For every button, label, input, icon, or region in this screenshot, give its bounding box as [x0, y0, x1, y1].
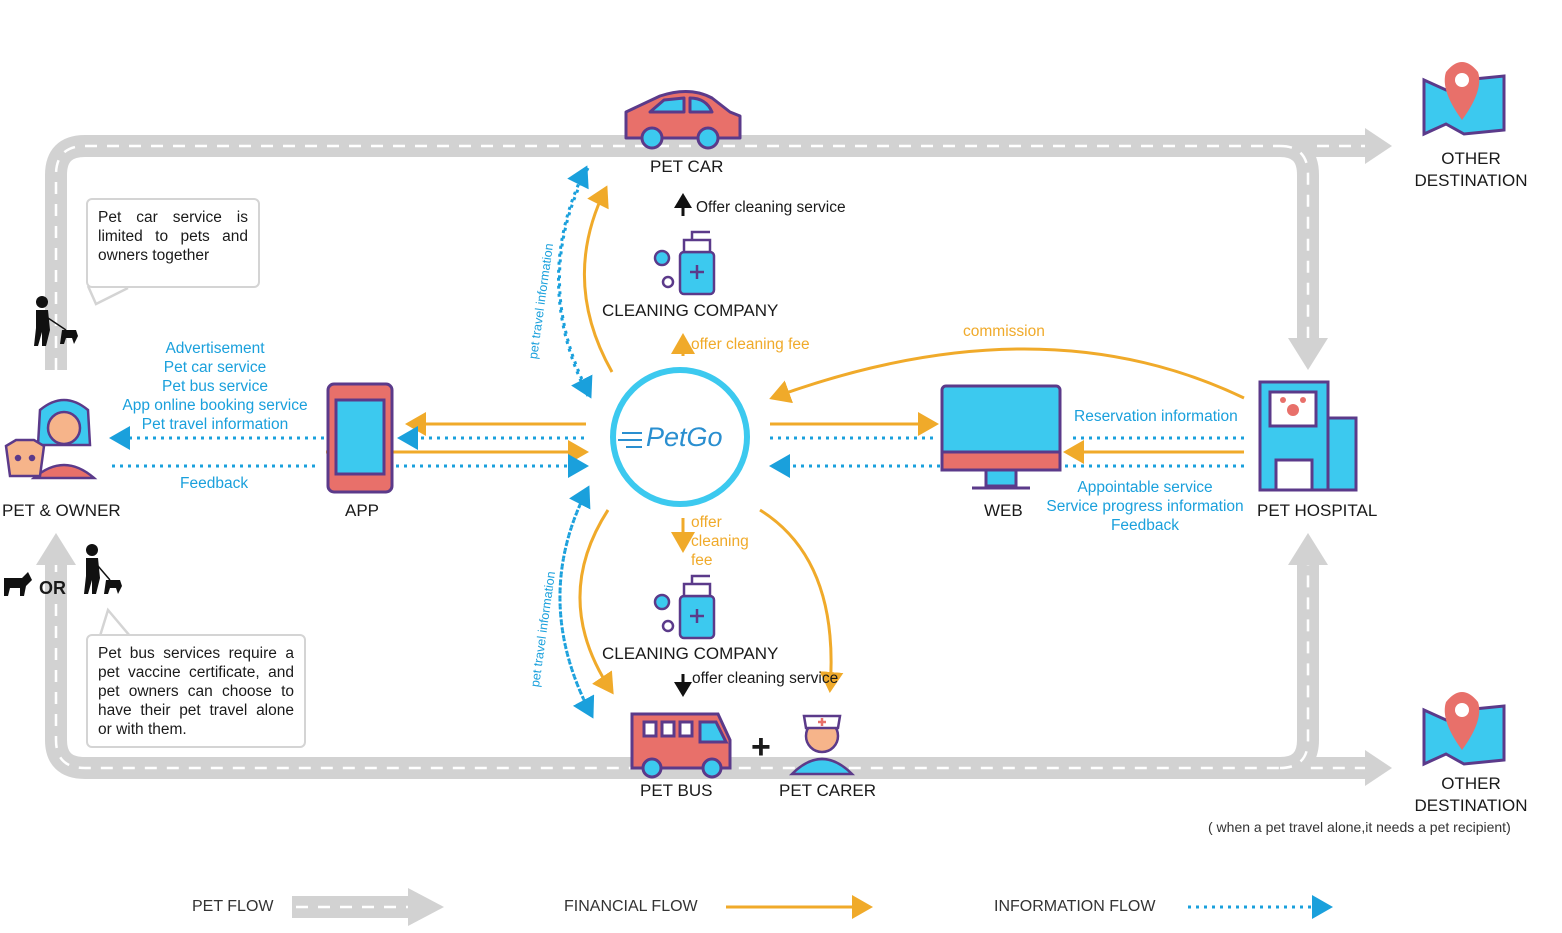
app-info-item: Pet travel information — [141, 416, 289, 433]
petgo-logo — [610, 367, 750, 507]
fee-line: offer — [691, 514, 722, 531]
label-app: APP — [345, 501, 380, 520]
cleaning-icon-bottom — [653, 574, 716, 640]
fee-line: fee — [691, 552, 713, 569]
hospital-info-list: Appointable service Service progress inf… — [1036, 478, 1254, 535]
dest-line: DESTINATION — [1414, 796, 1528, 815]
fee-line: cleaning — [691, 533, 749, 550]
fin-petgo-to-carer — [759, 508, 844, 693]
dest-line: OTHER — [1441, 149, 1501, 168]
label-feedback-app: Feedback — [180, 475, 249, 492]
fin-petgo-to-bus — [578, 509, 614, 695]
label-other-destination-bottom: OTHER DESTINATION — [1404, 773, 1538, 817]
hospital-info-item: Appointable service — [1077, 479, 1213, 496]
car-icon — [624, 90, 742, 150]
app-info-item: Pet bus service — [162, 378, 268, 395]
hospital-icon — [1258, 380, 1358, 492]
nurse-icon — [788, 714, 856, 776]
label-commission: commission — [963, 323, 1045, 340]
label-offer-cleaning-fee-top: offer cleaning fee — [691, 336, 810, 353]
bus-icon — [630, 712, 732, 779]
label-pet-hospital: PET HOSPITAL — [1257, 501, 1378, 520]
label-other-destination-top: OTHER DESTINATION — [1404, 148, 1538, 192]
app-info-item: App online booking service — [122, 397, 308, 414]
label-pet-car: PET CAR — [650, 157, 724, 176]
app-info-item: Pet car service — [163, 359, 267, 376]
label-pet-owner: PET & OWNER — [2, 501, 121, 520]
label-cleaning-company-top: CLEANING COMPANY — [602, 301, 779, 320]
label-cleaning-company-bottom: CLEANING COMPANY — [602, 644, 779, 663]
pet-flow-roads — [36, 128, 1392, 786]
hospital-info-item: Feedback — [1110, 517, 1180, 534]
road-top-to-hospital — [1279, 135, 1319, 340]
dest-line: DESTINATION — [1414, 171, 1528, 190]
label-web: WEB — [984, 501, 1023, 520]
walking-owner-dog-icon — [34, 296, 78, 346]
information-flows — [109, 165, 1244, 719]
monitor-icon — [940, 384, 1062, 490]
financial-flows — [326, 185, 1245, 695]
label-offer-cleaning-fee-bottom: offer cleaning fee — [691, 513, 749, 570]
callout-bus-note: Pet bus services require a pet vaccine c… — [86, 634, 306, 748]
legend-pet-flow-icon — [292, 888, 444, 926]
or-label: OR — [39, 578, 66, 598]
app-info-item: Advertisement — [165, 340, 265, 357]
map-pin-icon-top — [1422, 62, 1506, 137]
legend-information-flow: INFORMATION FLOW — [994, 898, 1156, 915]
dest-line: OTHER — [1441, 774, 1501, 793]
label-pet-bus: PET BUS — [640, 781, 713, 800]
other-destination-note: ( when a pet travel alone,it needs a pet… — [1208, 819, 1511, 835]
cleaning-icon-top — [653, 230, 716, 296]
petgo-wordmark: PetGo — [646, 422, 723, 452]
plus-label: + — [751, 728, 771, 766]
walking-owner-dog-icon-2 — [84, 544, 122, 594]
legend-pet-flow: PET FLOW — [192, 898, 274, 915]
label-reservation-info: Reservation information — [1074, 408, 1238, 425]
hospital-info-item: Service progress information — [1046, 498, 1244, 515]
label-offer-cleaning-service-bottom: offer cleaning service — [692, 670, 839, 687]
dog-icon — [4, 572, 32, 596]
map-pin-icon-bottom — [1422, 692, 1506, 767]
fin-petgo-to-car — [582, 185, 614, 373]
road-bottom-to-hospital — [1279, 565, 1319, 779]
callout-car-note: Pet car service is limited to pets and o… — [86, 198, 260, 288]
label-pet-carer: PET CARER — [779, 781, 876, 800]
owner-icon — [4, 398, 98, 480]
phone-icon — [326, 382, 394, 494]
road-top — [45, 135, 1365, 370]
label-offer-cleaning-service-top: Offer cleaning service — [696, 199, 846, 216]
info-bus-both — [558, 487, 595, 719]
fin-hospital-to-petgo — [769, 347, 1245, 404]
app-info-list: Advertisement Pet car service Pet bus se… — [112, 339, 318, 434]
legend-financial-flow: FINANCIAL FLOW — [564, 898, 698, 915]
